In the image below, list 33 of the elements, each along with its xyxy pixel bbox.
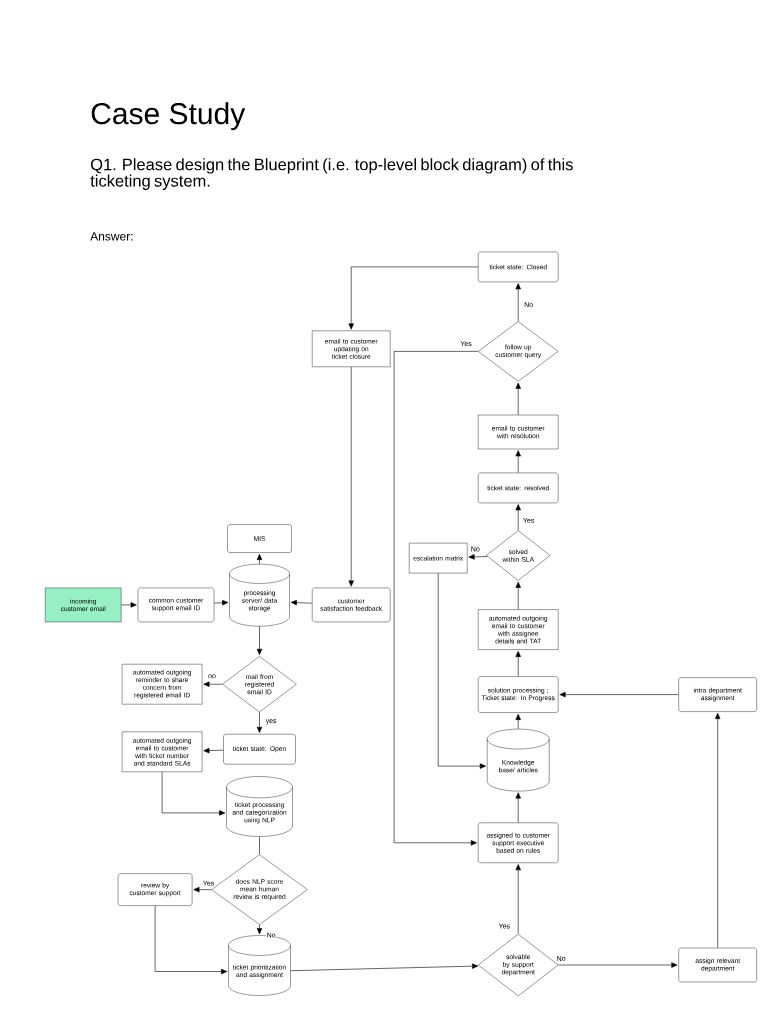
- arrow: [515, 792, 521, 823]
- arrow: [193, 886, 212, 893]
- arrow: [290, 599, 313, 606]
- arrow: [154, 905, 228, 975]
- arrow: [515, 450, 521, 473]
- arrow: [558, 962, 678, 968]
- arrow: [203, 681, 223, 687]
- arrow: [203, 747, 224, 754]
- arrow: [515, 504, 521, 531]
- arrow: [121, 602, 137, 608]
- question-text: Q1. Please design the Blueprint (i.e. top-level block diagram) of this ticketing system.: [90, 158, 573, 190]
- arrow: [515, 713, 521, 730]
- arrow: [515, 864, 521, 935]
- answer-label: Answer:: [90, 232, 133, 241]
- arrow: [213, 600, 229, 606]
- title: Case Study: [91, 102, 246, 131]
- arrow: [468, 554, 488, 560]
- arrow: [437, 573, 486, 769]
- arrow: [559, 691, 679, 698]
- arrow: [256, 712, 263, 733]
- arrow: [161, 771, 226, 816]
- arrow: [515, 650, 521, 677]
- arrow: [256, 553, 263, 565]
- arrow: [348, 266, 479, 330]
- arrow: [715, 712, 721, 949]
- arrow: [256, 626, 263, 655]
- arrow: [515, 581, 521, 610]
- arrow: [393, 351, 479, 846]
- arrow: [290, 963, 479, 972]
- arrow: [515, 382, 521, 416]
- arrow: [515, 283, 521, 322]
- arrow: [256, 924, 263, 935]
- arrow: [348, 366, 354, 587]
